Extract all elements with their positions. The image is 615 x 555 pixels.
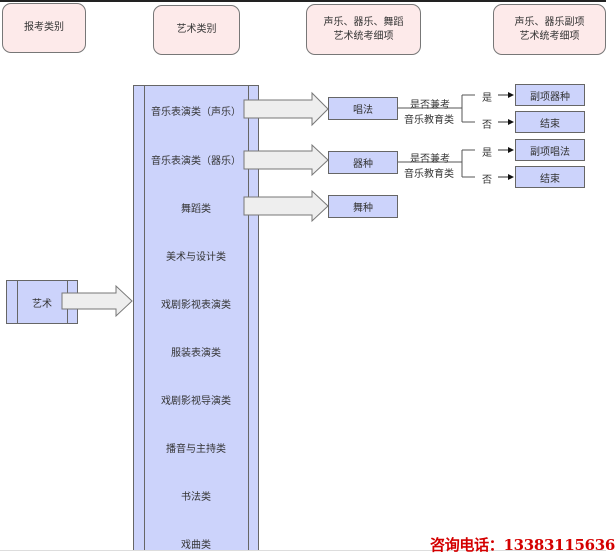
category-item: 戏剧影视表演类 xyxy=(161,300,231,311)
no-label: 否 xyxy=(482,120,492,131)
category-item: 音乐表演类（声乐） xyxy=(151,107,241,118)
category-item: 美术与设计类 xyxy=(166,252,226,263)
category-item: 戏曲类 xyxy=(181,540,211,551)
category-item: 书法类 xyxy=(181,492,211,503)
header-exam-details: 声乐、器乐、舞蹈 艺术统考细项 xyxy=(306,4,421,55)
arrowhead xyxy=(508,147,514,153)
header-minor-details: 声乐、器乐副项 艺术统考细项 xyxy=(493,4,606,55)
block-arrow-dance xyxy=(243,189,329,223)
category-list-box: 音乐表演类（声乐） 音乐表演类（器乐） 舞蹈类 美术与设计类 戏剧影视表演类 服… xyxy=(133,85,259,551)
root-art-label: 艺术 xyxy=(32,299,52,310)
bottom-border xyxy=(0,550,606,551)
outcome-minor-singing: 副项唱法 xyxy=(515,139,585,161)
top-border xyxy=(0,0,606,2)
decision-question: 音乐教育类 xyxy=(404,115,454,126)
arrowhead xyxy=(508,119,514,125)
block-arrow-vocal xyxy=(243,91,329,127)
decision-question: 音乐教育类 xyxy=(404,169,454,180)
header-art-category: 艺术类别 xyxy=(153,5,240,55)
outcome-end: 结束 xyxy=(515,111,585,133)
block-arrow-root xyxy=(61,284,133,318)
outcome-minor-instrument: 副项器种 xyxy=(515,84,585,106)
contact-phone: 咨询电话：13383115636 xyxy=(430,536,615,554)
arrowhead xyxy=(508,92,514,98)
yes-label: 是 xyxy=(482,93,492,104)
yes-label: 是 xyxy=(482,148,492,159)
arrowhead xyxy=(508,174,514,180)
category-item: 服装表演类 xyxy=(171,348,221,359)
detail-instrument-type: 器种 xyxy=(328,151,398,174)
category-item: 舞蹈类 xyxy=(181,204,211,215)
no-label: 否 xyxy=(482,175,492,186)
header-exam-category: 报考类别 xyxy=(2,3,86,53)
block-arrow-instrument xyxy=(243,143,329,177)
detail-dance-type: 舞种 xyxy=(328,195,398,218)
category-item: 戏剧影视导演类 xyxy=(161,396,231,407)
outcome-end: 结束 xyxy=(515,166,585,188)
decision-question: 是否兼考 xyxy=(410,100,450,111)
decision-question: 是否兼考 xyxy=(410,154,450,165)
category-item: 播音与主持类 xyxy=(166,444,226,455)
detail-singing-style: 唱法 xyxy=(328,97,398,120)
category-item: 音乐表演类（器乐） xyxy=(151,156,241,167)
